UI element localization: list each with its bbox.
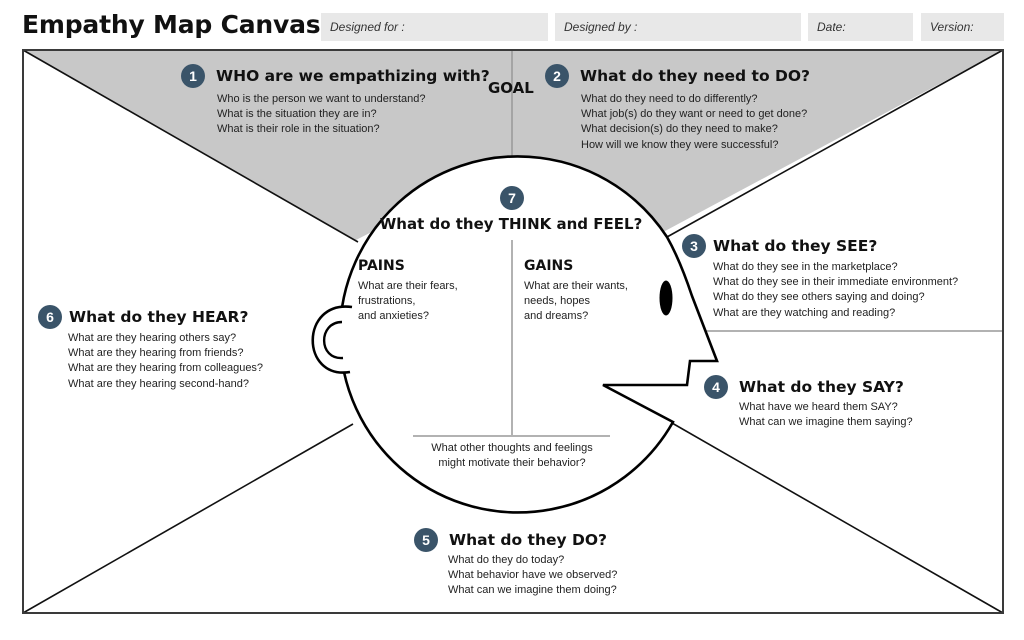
badge-5: 5 — [414, 528, 438, 552]
designed-for-field[interactable]: Designed for : — [321, 13, 548, 41]
version-field[interactable]: Version: — [921, 13, 1004, 41]
question: What decision(s) do they need to make? — [581, 123, 778, 136]
question: How will we know they were successful? — [581, 138, 779, 151]
question: What are their wants, — [524, 280, 628, 292]
section-see-heading: What do they SEE? — [713, 237, 878, 255]
section-say-heading: What do they SAY? — [739, 378, 904, 396]
question: What can we imagine them saying? — [739, 416, 913, 429]
question: What behavior have we observed? — [448, 569, 618, 582]
section-who-heading: WHO are we empathizing with? — [216, 67, 490, 85]
section-do-heading: What do they DO? — [449, 531, 608, 549]
question: What do they see others saying and doing… — [713, 291, 925, 304]
question: What are they hearing second-hand? — [68, 377, 250, 390]
section-hear: 6 What do they HEAR? What are they heari… — [38, 305, 263, 392]
badge-6: 6 — [38, 305, 62, 329]
question: What do they see in the marketplace? — [713, 261, 898, 273]
question: What job(s) do they want or need to get … — [581, 108, 808, 121]
gains-title: GAINS — [524, 258, 574, 274]
question: What have we heard them SAY? — [739, 401, 898, 413]
badge-2: 2 — [545, 64, 569, 88]
section-need-to-do: 2 What do they need to DO? What do they … — [545, 64, 810, 153]
goal-region — [23, 50, 1003, 240]
goal-label: GOAL — [488, 79, 534, 97]
badge-7: 7 — [500, 186, 524, 210]
question: Who is the person we want to understand? — [217, 93, 426, 105]
diagonal-bottom-left — [22, 423, 354, 614]
gains-questions: What are their wants, needs, hopes and d… — [524, 279, 628, 324]
page-title: Empathy Map Canvas — [22, 10, 321, 39]
pains-questions: What are their fears, frustrations, and … — [358, 279, 458, 324]
ear-inner — [322, 320, 344, 360]
question: What do they need to do differently? — [581, 93, 758, 105]
eye-icon — [659, 280, 673, 316]
section-need-to-do-heading: What do they need to DO? — [580, 67, 811, 85]
badge-3: 3 — [682, 234, 706, 258]
section-say: 4 What do they SAY? What have we heard t… — [704, 375, 913, 430]
section-who: 1 WHO are we empathizing with? Who is th… — [181, 64, 490, 138]
badge-4: 4 — [704, 375, 728, 399]
question: What do they see in their immediate envi… — [713, 276, 959, 289]
question: What do they do today? — [448, 554, 565, 566]
date-field[interactable]: Date: — [808, 13, 913, 41]
question: and dreams? — [524, 310, 589, 322]
question: What can we imagine them doing? — [448, 584, 617, 597]
question: What is their role in the situation? — [217, 123, 380, 136]
section-see: 3 What do they SEE? What do they see in … — [682, 234, 958, 321]
ear-icon — [311, 305, 353, 374]
question: might motivate their behavior? — [438, 457, 586, 469]
question: and anxieties? — [358, 310, 429, 322]
question: What is the situation they are in? — [217, 108, 377, 121]
section-hear-heading: What do they HEAR? — [69, 308, 249, 326]
badge-1: 1 — [181, 64, 205, 88]
question: needs, hopes — [524, 295, 591, 307]
designed-by-field[interactable]: Designed by : — [555, 13, 801, 41]
question: What are their fears, — [358, 280, 458, 292]
diagonal-top-left — [22, 49, 359, 243]
diagonal-top-right — [666, 49, 1004, 238]
question: frustrations, — [358, 295, 416, 307]
question: What are they hearing others say? — [68, 332, 237, 344]
diagonal-bottom-right — [671, 422, 1004, 614]
canvas-frame — [22, 49, 1004, 614]
question: What other thoughts and feelings — [431, 442, 593, 454]
other-thoughts-question: What other thoughts and feelings might m… — [412, 441, 612, 471]
section-think-feel-heading: What do they THINK and FEEL? — [379, 215, 643, 233]
question: What are they hearing from friends? — [68, 347, 244, 360]
pains-title: PAINS — [358, 258, 405, 274]
section-do: 5 What do they DO? What do they do today… — [414, 528, 617, 599]
question: What are they hearing from colleagues? — [68, 362, 264, 375]
question: What are they watching and reading? — [713, 306, 896, 319]
